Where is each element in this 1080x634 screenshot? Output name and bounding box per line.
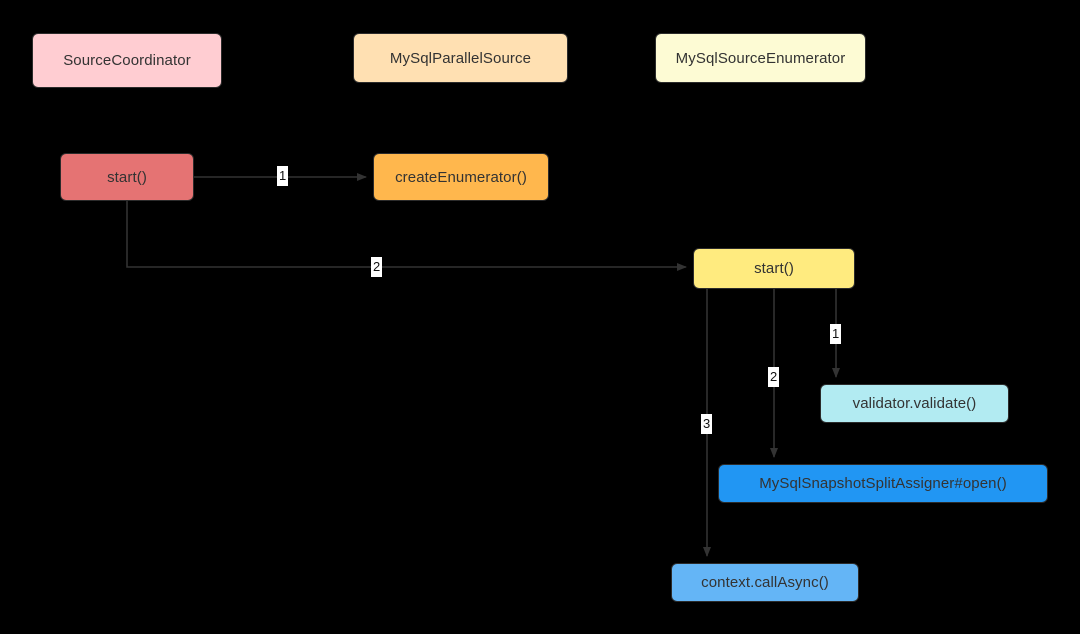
- node-label: start(): [754, 260, 794, 277]
- node-source-coordinator[interactable]: SourceCoordinator: [32, 33, 222, 88]
- edge-label-start-to-start-enumerator: 2: [371, 257, 383, 277]
- node-start-coordinator[interactable]: start(): [60, 153, 194, 201]
- node-start-enumerator[interactable]: start(): [693, 248, 855, 289]
- edge-label-start-enumerator-to-assigner-open: 2: [768, 367, 780, 387]
- node-label: MySqlParallelSource: [389, 49, 532, 67]
- node-context-call-async[interactable]: context.callAsync(): [671, 563, 859, 602]
- node-mysql-source-enumerator[interactable]: MySqlSourceEnumerator: [655, 33, 866, 83]
- node-mysql-parallel-source[interactable]: MySqlParallelSource: [353, 33, 568, 83]
- edge-label-start-to-create-enumerator: 1: [277, 166, 289, 186]
- node-label: SourceCoordinator: [63, 52, 191, 69]
- node-label: context.callAsync(): [701, 574, 829, 591]
- edge-start-to-start-enumerator-path: [126, 201, 687, 271]
- node-label: validator.validate(): [852, 395, 977, 412]
- node-create-enumerator[interactable]: createEnumerator(): [373, 153, 549, 201]
- edge-label-start-enumerator-to-validator: 1: [830, 324, 842, 344]
- node-label: start(): [107, 168, 147, 186]
- node-validator-validate[interactable]: validator.validate(): [820, 384, 1009, 423]
- node-label: MySqlSnapshotSplitAssigner#open(): [759, 475, 1007, 492]
- node-label: MySqlSourceEnumerator: [675, 49, 846, 67]
- node-snapshot-split-assigner-open[interactable]: MySqlSnapshotSplitAssigner#open(): [718, 464, 1048, 503]
- node-label: createEnumerator(): [395, 168, 527, 186]
- edge-label-start-enumerator-to-call-async: 3: [701, 414, 713, 434]
